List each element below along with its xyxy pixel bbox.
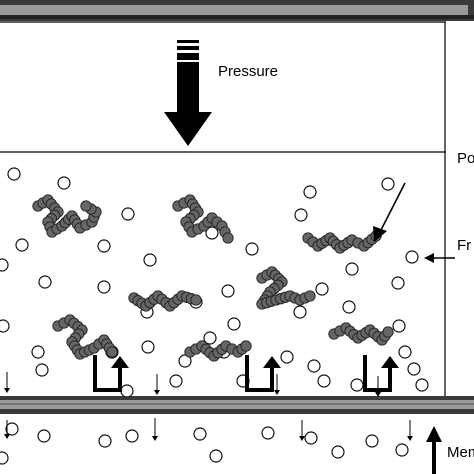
free-particle (121, 207, 135, 221)
free-particle (294, 208, 308, 222)
free-particle (391, 276, 405, 290)
free-particle (245, 242, 259, 256)
free-particle (37, 429, 51, 443)
step-arrow-head (111, 356, 129, 368)
polymer-chain (256, 266, 316, 310)
step-arrow-head (263, 356, 281, 368)
free-particle (193, 427, 207, 441)
free-particle (98, 434, 112, 448)
free-particle (31, 345, 45, 359)
permeate-arrow-head (154, 390, 160, 395)
free-particle (350, 378, 364, 392)
free-particle (398, 345, 412, 359)
free-particle (392, 319, 406, 333)
membrane-label: Mem (447, 444, 474, 461)
free-particle (57, 176, 71, 190)
label-pointers (373, 182, 455, 263)
step-arrow (245, 355, 274, 392)
free-particle (169, 374, 183, 388)
free-particle (365, 434, 379, 448)
piston-plate (0, 0, 474, 21)
free-particle (261, 426, 275, 440)
free-particle (209, 449, 223, 463)
cell-walls (0, 21, 446, 398)
down-arrow-icon (164, 40, 212, 146)
polymer-chain (32, 194, 102, 238)
pressure-label: Pressure (218, 63, 278, 80)
free-particle (143, 253, 157, 267)
free-particle (35, 363, 49, 377)
free-particle (141, 340, 155, 354)
free-particle (205, 226, 219, 240)
free-particle (342, 300, 356, 314)
membrane-plate (0, 396, 474, 414)
permeate-arrow-head (274, 390, 280, 395)
polymer-bead (222, 232, 234, 244)
polymer-chain (302, 230, 382, 254)
free-particle (120, 384, 134, 398)
step-arrow (93, 355, 122, 392)
permeate-arrow-head (375, 392, 381, 397)
free-particle (293, 305, 307, 319)
polymer-bead (106, 346, 118, 358)
polymer-chain (184, 340, 252, 362)
free-particle (280, 350, 294, 364)
free-particle (178, 354, 192, 368)
free-particle (315, 282, 329, 296)
free-particle (97, 280, 111, 294)
polymer-chain (52, 314, 118, 360)
free-particle (395, 443, 409, 457)
free-particle (0, 319, 10, 333)
permeate-arrows (4, 372, 413, 441)
free-particles (0, 167, 429, 465)
free-particle (381, 177, 395, 191)
permeate-arrow-head (152, 436, 158, 441)
free-particle (5, 422, 19, 436)
free-label: Fr (457, 237, 471, 254)
free-particle (221, 284, 235, 298)
free-particle (415, 378, 429, 392)
free-particle (203, 331, 217, 345)
permeate-arrow-head (4, 434, 10, 439)
step-arrow-head (381, 356, 399, 368)
free-particle (331, 445, 345, 459)
free-particle (317, 374, 331, 388)
polymer-chains (32, 194, 394, 362)
free-particle (15, 238, 29, 252)
free-particle (125, 429, 139, 443)
free-particle (405, 250, 419, 264)
polymer-chain (172, 194, 234, 244)
polymer-chain (128, 290, 202, 312)
polymer-bead (304, 290, 316, 302)
polymer-bead (80, 200, 92, 212)
free-particle (303, 185, 317, 199)
polymer-chain (328, 322, 394, 346)
permeate-arrow-head (4, 388, 10, 393)
permeate-arrow-head (299, 436, 305, 441)
polymer-label: Po (457, 150, 474, 167)
free-particle (38, 275, 52, 289)
polymer-bead (240, 340, 252, 352)
permeate-arrow-head (407, 436, 413, 441)
free-particle (227, 317, 241, 331)
free-particle (407, 362, 421, 376)
free-particle (97, 239, 111, 253)
polymer-bead (190, 294, 202, 306)
polymer-bead (382, 326, 394, 338)
up-arrow-icon (426, 426, 442, 474)
free-particle (0, 451, 9, 465)
free-particle (345, 262, 359, 276)
free-particle (304, 431, 318, 445)
free-particle (7, 167, 21, 181)
free-particle (307, 359, 321, 373)
free-particle (0, 258, 9, 272)
